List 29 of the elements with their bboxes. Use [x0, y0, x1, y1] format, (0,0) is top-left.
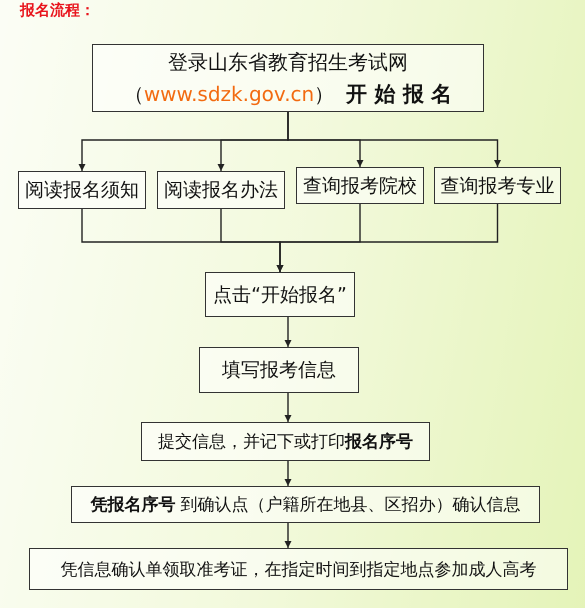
step-text: 查询报考院校	[303, 174, 417, 198]
arrow	[287, 112, 501, 167]
step-text: 填写报考信息	[222, 358, 336, 383]
arrow	[284, 317, 292, 347]
step-text: 查询报考专业	[440, 174, 554, 198]
step-text: 点击“开始报名”	[213, 282, 347, 308]
process-box	[141, 422, 430, 461]
arrow	[284, 461, 292, 486]
process-box	[157, 171, 285, 209]
web-address: （www.sdzk.gov.cn）	[124, 80, 334, 108]
step-text: 阅读报名办法	[164, 178, 278, 203]
title: 报名流程：	[20, 1, 95, 20]
arrow	[276, 204, 498, 272]
process-box	[199, 347, 359, 393]
arrow	[284, 393, 292, 422]
process-box	[92, 44, 484, 112]
heading-text: 登录山东省教育招生考试网	[168, 48, 408, 76]
process-box	[205, 272, 355, 317]
action-text: 开 始 报 名	[346, 80, 452, 108]
step-text: 阅读报名须知	[25, 178, 139, 203]
step-text: 凭报名序号 到确认点（户籍所在地县、区招办）确认信息	[90, 494, 521, 516]
process-box	[296, 167, 424, 204]
step-text: 提交信息，并记下或打印报名序号	[158, 431, 413, 453]
process-box	[29, 548, 568, 590]
step-text: 凭信息确认单领取准考证，在指定时间到指定地点参加成人高考	[60, 558, 536, 580]
process-box	[71, 486, 540, 523]
process-box	[18, 171, 146, 209]
arrow	[284, 523, 292, 548]
process-box	[434, 167, 561, 204]
